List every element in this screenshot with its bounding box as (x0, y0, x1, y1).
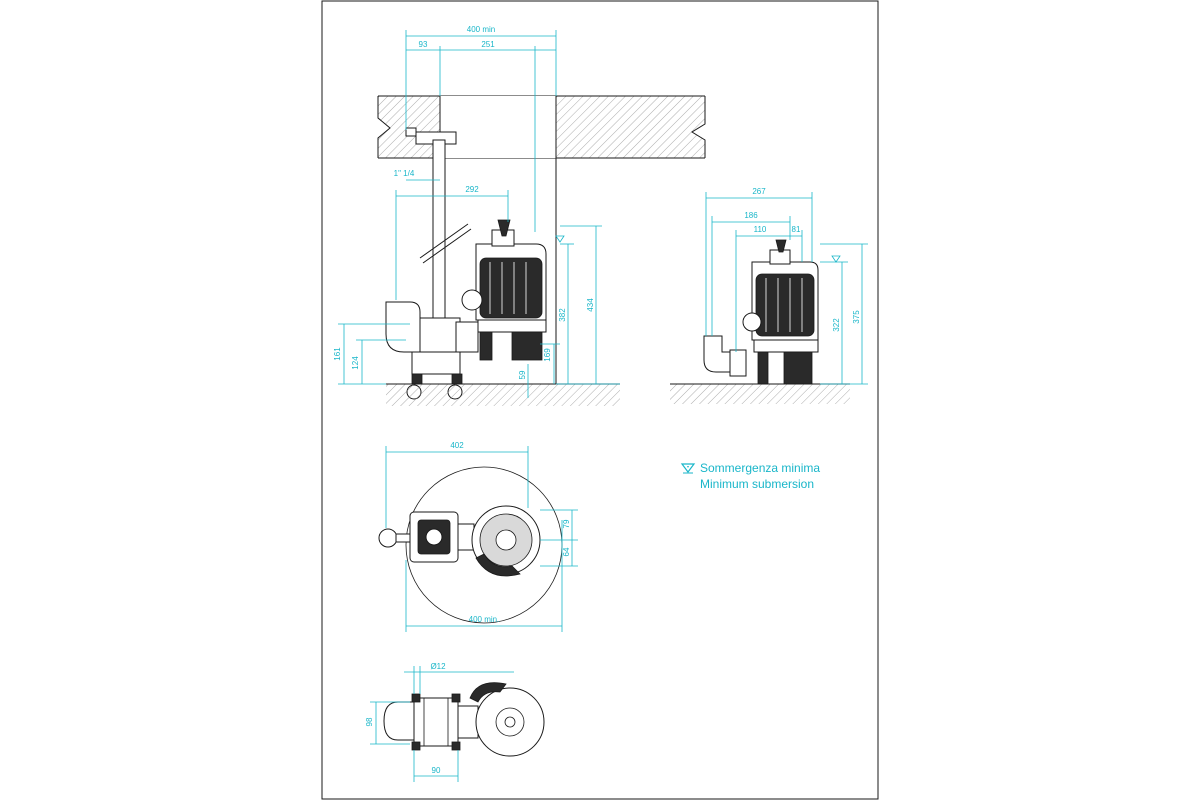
dim-right-w4: 81 (792, 225, 801, 234)
dim-small-w: 90 (432, 766, 441, 775)
dim-right-w1: 267 (752, 187, 766, 196)
dim-plan-v2: 64 (562, 547, 571, 556)
legend-row-en: Minimum submersion (680, 476, 820, 492)
dim-right-h1: 322 (832, 318, 841, 332)
dim-small-dia: Ø12 (430, 662, 446, 671)
dim-right-w3: 110 (754, 225, 767, 234)
dim-right-w2: 186 (744, 211, 758, 220)
dim-side-h6: 434 (586, 298, 595, 312)
drawing-frame (321, 0, 879, 800)
dim-side-top-right: 251 (481, 40, 495, 49)
dim-side-h3: 59 (518, 370, 527, 379)
water-level-icon (680, 463, 696, 474)
dim-side-top-total: 400 min (467, 25, 495, 34)
foot-detail-view: Ø12 98 90 (365, 662, 545, 782)
plan-view: 402 400 min. 79 64 (378, 441, 578, 632)
dim-side-top-left: 93 (419, 40, 428, 49)
legend: Sommergenza minima Minimum submersion (680, 460, 820, 492)
freestanding-view: 267 186 110 81 322 375 (670, 187, 868, 404)
legend-row-it: Sommergenza minima (680, 460, 820, 476)
dim-right-h2: 375 (852, 310, 861, 324)
side-view: 400 min 93 251 1" 1/4 292 161 124 59 169… (333, 25, 706, 406)
legend-line-2: Minimum submersion (700, 477, 815, 491)
legend-line-1: Sommergenza minima (700, 461, 821, 475)
dim-side-h1: 161 (333, 347, 342, 361)
dim-side-h5: 382 (558, 308, 567, 322)
dim-side-width: 292 (465, 185, 479, 194)
dim-plan-width: 402 (450, 441, 464, 450)
dim-plan-v1: 79 (562, 519, 571, 528)
dim-side-h4: 169 (543, 348, 552, 362)
dim-pipe-size: 1" 1/4 (394, 169, 415, 178)
dim-plan-bottom: 400 min. (469, 615, 500, 624)
dim-small-h: 98 (365, 717, 374, 726)
dim-side-h2: 124 (351, 356, 360, 370)
